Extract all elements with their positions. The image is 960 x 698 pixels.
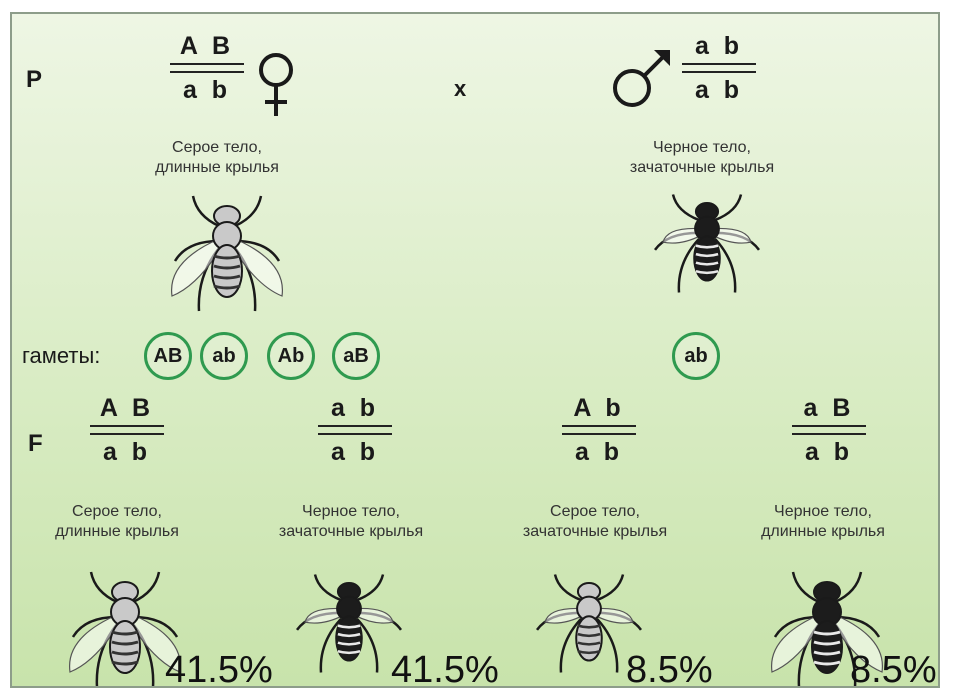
male-genotype-bottom: a b: [674, 76, 764, 104]
offspring-2-genotype-bottom: a b: [310, 438, 400, 466]
offspring-3-genotype-top: A b: [554, 394, 644, 422]
genotype-bars: [90, 425, 164, 435]
offspring-1-genotype-top: A B: [82, 394, 172, 422]
female-genotype-top: A B: [162, 32, 252, 60]
diagram-panel: P x A B a b Серое тело, длинные крылья a…: [10, 12, 940, 688]
offspring-1-phenotype: Серое тело, длинные крылья: [12, 502, 222, 542]
female-fly-illustration: [162, 186, 292, 321]
male-phenotype-line1: Черное тело,: [592, 138, 812, 158]
female-genotype: A B a b: [162, 32, 252, 104]
offspring-1-phenotype-line1: Серое тело,: [12, 502, 222, 522]
gamete-female-AB: AB: [144, 332, 192, 380]
cross-sign: x: [454, 76, 466, 102]
offspring-4-genotype: a B a b: [784, 394, 874, 466]
genotype-bars: [170, 63, 244, 73]
genotype-bars: [792, 425, 866, 435]
offspring-3-phenotype: Серое тело, зачаточные крылья: [480, 502, 710, 542]
gamete-male-ab: ab: [672, 332, 720, 380]
female-phenotype-line2: длинные крылья: [112, 158, 322, 178]
female-symbol-icon: [256, 52, 296, 122]
offspring-2-fly-illustration: [294, 566, 404, 681]
male-genotype: a b a b: [674, 32, 764, 104]
offspring-2-percent: 41.5%: [391, 650, 499, 688]
gamete-female-ab: ab: [200, 332, 248, 380]
offspring-4-percent: 8.5%: [850, 650, 937, 688]
offspring-3-percent: 8.5%: [626, 650, 713, 688]
offspring-4-genotype-bottom: a b: [784, 438, 874, 466]
offspring-1-genotype-bottom: a b: [82, 438, 172, 466]
offspring-4-phenotype-line2: длинные крылья: [718, 522, 928, 542]
offspring-4-phenotype: Черное тело, длинные крылья: [718, 502, 928, 542]
gamete-female-aB: aB: [332, 332, 380, 380]
offspring-1-percent: 41.5%: [165, 650, 273, 688]
offspring-label: F: [28, 430, 43, 458]
offspring-3-phenotype-line1: Серое тело,: [480, 502, 710, 522]
male-phenotype: Черное тело, зачаточные крылья: [592, 138, 812, 178]
offspring-2-genotype-top: a b: [310, 394, 400, 422]
genotype-bars: [682, 63, 756, 73]
female-phenotype: Серое тело, длинные крылья: [112, 138, 322, 178]
gametes-label: гаметы:: [22, 343, 100, 369]
male-phenotype-line2: зачаточные крылья: [592, 158, 812, 178]
parents-label: P: [26, 66, 42, 94]
offspring-2-phenotype-line2: зачаточные крылья: [236, 522, 466, 542]
female-phenotype-line1: Серое тело,: [112, 138, 322, 158]
offspring-2-phenotype: Черное тело, зачаточные крылья: [236, 502, 466, 542]
offspring-4-genotype-top: a B: [784, 394, 874, 422]
offspring-1-phenotype-line2: длинные крылья: [12, 522, 222, 542]
female-genotype-bottom: a b: [162, 76, 252, 104]
offspring-2-phenotype-line1: Черное тело,: [236, 502, 466, 522]
offspring-3-genotype-bottom: a b: [554, 438, 644, 466]
genotype-bars: [318, 425, 392, 435]
genotype-bars: [562, 425, 636, 435]
offspring-3-phenotype-line2: зачаточные крылья: [480, 522, 710, 542]
male-symbol-icon: [608, 44, 678, 114]
offspring-2-genotype: a b a b: [310, 394, 400, 466]
male-fly-illustration: [652, 186, 762, 301]
offspring-3-genotype: A b a b: [554, 394, 644, 466]
male-genotype-top: a b: [674, 32, 764, 60]
gamete-female-Ab: Ab: [267, 332, 315, 380]
offspring-1-genotype: A B a b: [82, 394, 172, 466]
offspring-4-phenotype-line1: Черное тело,: [718, 502, 928, 522]
